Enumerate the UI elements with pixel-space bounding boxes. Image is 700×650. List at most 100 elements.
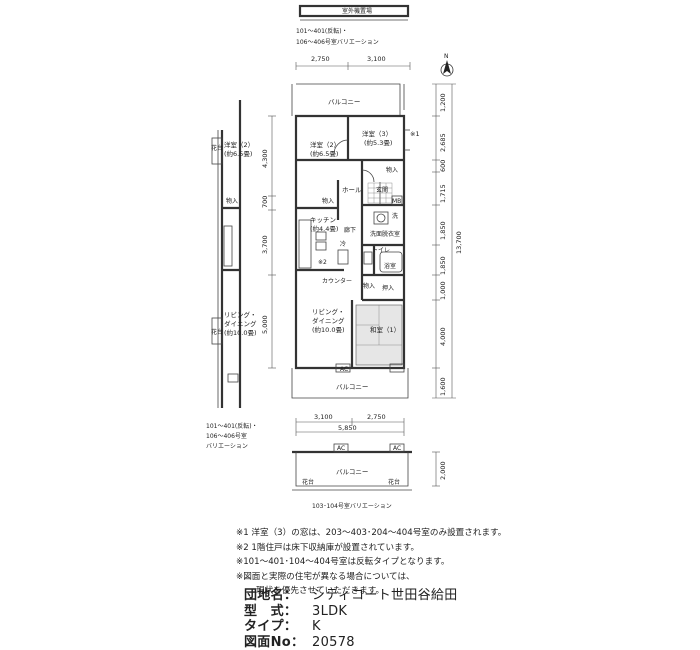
top-dimensions: 2,750 3,100	[295, 55, 411, 70]
info-kind-key: タイプ：	[244, 619, 298, 634]
counter-label: カウンター	[322, 277, 352, 285]
kitchen-size: (約4.4畳)	[310, 224, 338, 233]
left-living-name-2: ダイニング	[224, 319, 257, 328]
bottom-dim-right: 2,750	[367, 413, 386, 421]
living-size: (約10.0畳)	[312, 325, 345, 334]
left-dim-3: 3,700	[261, 235, 269, 254]
closet-c-label: 物入	[363, 282, 375, 290]
left-living-size: (約10.0畳)	[224, 328, 257, 337]
right-dim-2: 2,685	[439, 133, 447, 152]
right-dim-total: 13,700	[455, 231, 463, 254]
left-dim-1: 4,300	[261, 149, 269, 168]
mb-label: MB	[392, 198, 401, 205]
north-label: N	[444, 53, 449, 60]
western3-size: (約5.3畳)	[364, 138, 392, 147]
left-caption-1: 101～401(反転)・	[206, 422, 258, 430]
note-3: ※101～401･104～404号室は反転タイプとなります。	[236, 557, 450, 568]
left-caption-3: バリエーション	[206, 443, 248, 450]
north-arrow-icon: N	[440, 53, 454, 77]
left-flower-label: 花台	[211, 144, 223, 152]
left-western2-name: 洋室（2）	[224, 140, 254, 149]
right-dim-3: 600	[439, 160, 447, 172]
info-kind-value: K	[312, 619, 321, 634]
tatami-area	[355, 304, 403, 366]
right-dim-1: 1,200	[439, 93, 447, 112]
info-row-type: 型 式： 3LDK	[244, 604, 684, 620]
info-drawing-key: 図面No：	[244, 634, 305, 650]
western3-name: 洋室（3）	[362, 129, 392, 138]
balcony-bottom-label: バルコニー	[336, 383, 368, 391]
left-living-name-1: リビング・	[224, 310, 257, 319]
bottom-flower-left: 花台	[302, 478, 314, 486]
right-dim-9: 1,600	[439, 377, 447, 396]
left-western2-size: (約6.5畳)	[224, 149, 252, 158]
info-drawing-value: 20578	[312, 634, 355, 650]
kitchen-name: キッチン	[310, 216, 336, 224]
closet-b-label: 物入	[322, 197, 334, 205]
left-variation: 洋室（2） (約6.5畳) 花台 物入 リビング・ ダイニング (約10.0畳)…	[206, 100, 258, 450]
left-flower-label-2: 花台	[211, 328, 223, 336]
left-dim-4: 5,000	[261, 315, 269, 334]
left-dimensions: 4,300 700 3,700 5,000	[261, 115, 276, 369]
bottom-variation: AC AC バルコニー 花台 花台 2,000 103･104号室バリエーション	[292, 443, 447, 510]
notes-section: ※1 洋室（3）の窓は、203～403･204～404号室のみ設置されます。 ※…	[236, 526, 696, 599]
bottom-variation-caption: 103･104号室バリエーション	[312, 502, 392, 510]
right-dim-6: 1,850	[439, 256, 447, 275]
washroom-label: 洗面脱衣室	[370, 230, 400, 238]
outdoor-unit-label: 室外機置場	[342, 7, 372, 15]
info-row-drawing: 図面No： 20578	[244, 635, 684, 650]
note-5: 現状を優先させていただきます。	[256, 586, 385, 597]
top-dim-right: 3,100	[367, 55, 386, 63]
info-row-kind: タイプ： K	[244, 619, 684, 635]
bottom-dim-total: 5,850	[338, 424, 357, 432]
bottom-variation-dim: 2,000	[439, 461, 447, 480]
right-dimensions: 1,200 2,685 600 1,715 1,850 1,850 1,000 …	[432, 83, 463, 399]
property-info: 団地名： シティコート世田谷給田 型 式： 3LDK タイプ： K 図面No： …	[244, 588, 684, 650]
note-mark-1: ※1	[410, 130, 420, 138]
top-dim-left: 2,750	[311, 55, 330, 63]
bottom-flower-right: 花台	[388, 478, 400, 486]
balcony-top-label: バルコニー	[328, 98, 360, 106]
oshiire-label: 押入	[382, 284, 394, 292]
bottom-balcony-label: バルコニー	[336, 468, 368, 476]
corridor-label: 廊下	[344, 226, 356, 234]
info-type-key: 型 式：	[244, 603, 298, 619]
bottom-ac-1: AC	[337, 445, 345, 452]
fridge-label: 冷	[340, 240, 346, 248]
living-name-2: ダイニング	[312, 316, 345, 325]
info-name-value: シティコート世田谷給田	[312, 588, 458, 603]
hall-label: ホール	[342, 186, 362, 194]
note-1: ※1 洋室（3）の窓は、203～403･204～404号室のみ設置されます。	[236, 528, 507, 538]
right-dim-4: 1,715	[439, 184, 447, 203]
top-variation-caption-2: 106～406号室バリエーション	[296, 38, 379, 46]
ac-label: AC	[340, 366, 348, 373]
bottom-ac-2: AC	[393, 445, 401, 452]
right-dim-5: 1,850	[439, 221, 447, 240]
western2-size: (約6.5畳)	[310, 149, 338, 158]
left-caption-2: 106～406号室	[206, 432, 247, 440]
top-variation-caption-1: 101～401(反転)・	[296, 27, 348, 35]
bath-label: 浴室	[384, 262, 396, 270]
japanese-room-name: 和室（1）	[370, 325, 400, 334]
bottom-dim-left: 3,100	[314, 413, 333, 421]
left-closet-label: 物入	[226, 197, 238, 205]
toilet-label: トイレ	[372, 247, 390, 254]
western2-name: 洋室（2）	[310, 140, 340, 149]
left-dim-2: 700	[261, 196, 269, 208]
living-name-1: リビング・	[312, 307, 345, 316]
right-dim-8: 4,000	[439, 327, 447, 346]
entrance-tiles	[367, 182, 393, 204]
top-variation-fragment: 室外機置場 101～401(反転)・ 106～406号室バリエーション	[296, 4, 410, 46]
closet-a-label: 物入	[386, 166, 398, 174]
bottom-dimensions: 3,100 2,750 5,850	[295, 413, 405, 436]
note-4: ※図面と実際の住宅が異なる場合については、	[236, 571, 415, 582]
info-name-key: 団地名：	[244, 588, 298, 603]
note-2: ※2 1階住戸は床下収納庫が設置されています。	[236, 542, 420, 553]
note-mark-2: ※2	[318, 259, 327, 266]
entrance-label: 玄関	[376, 186, 388, 194]
info-row-name: 団地名： シティコート世田谷給田	[244, 588, 684, 604]
washer-label: 洗	[392, 212, 398, 220]
right-dim-7: 1,000	[439, 281, 447, 300]
info-type-value: 3LDK	[312, 603, 348, 619]
